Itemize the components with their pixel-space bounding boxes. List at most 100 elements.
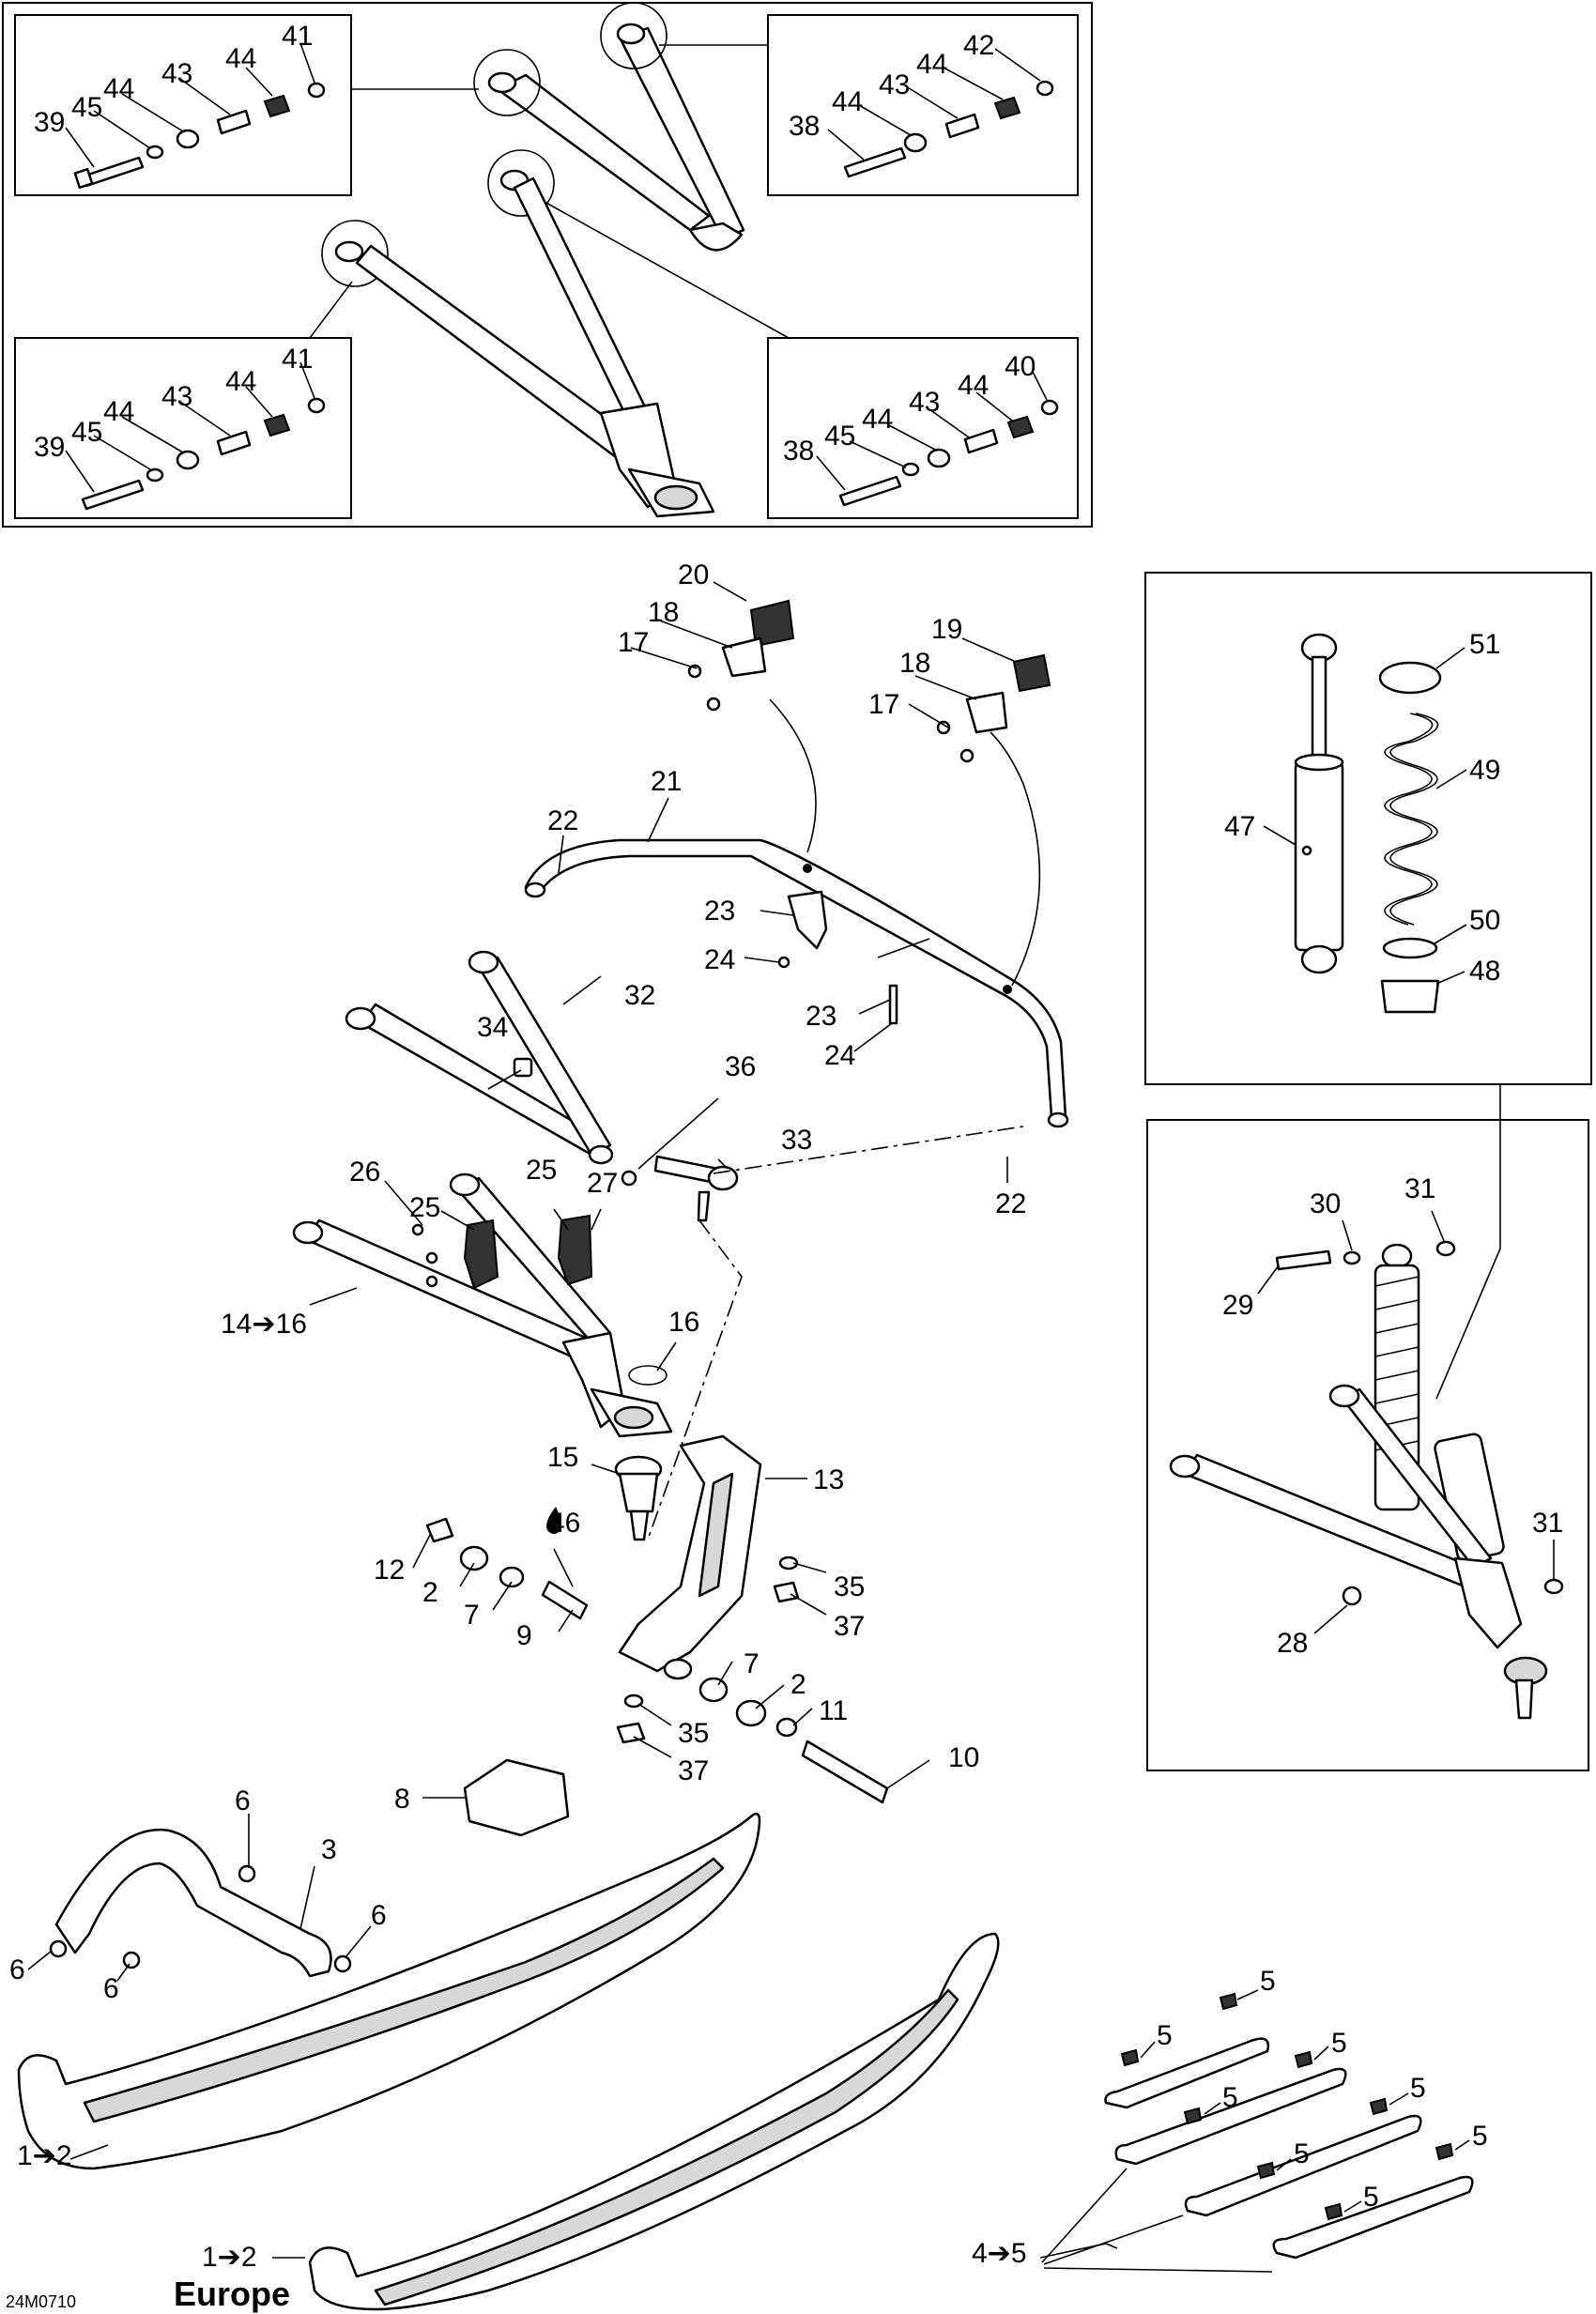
callout-6-top: 6 (235, 1785, 251, 1816)
europe-label: Europe (174, 2275, 290, 2313)
callout-17-right: 17 (868, 689, 899, 720)
callout-37-upper: 37 (834, 1611, 865, 1642)
callout-35-upper: 35 (834, 1571, 865, 1602)
ski-stopper-pad (463, 1758, 570, 1837)
callout-27: 27 (587, 1168, 618, 1199)
lower-a-arm-installed (1169, 1384, 1548, 1720)
inset-box-bottom-right (767, 337, 1079, 519)
sway-bar-bushing-left (687, 599, 795, 712)
callout-17-left: 17 (618, 627, 649, 658)
callout-6-bottom: 6 (103, 1973, 119, 2004)
callout-21: 21 (651, 766, 682, 797)
callout-42: 42 (963, 30, 994, 61)
inset-box-bottom-left (14, 337, 352, 519)
skis: 6 3 6 6 6 1➔2 1➔2 Europe (9, 1785, 1000, 2313)
callout-47: 47 (1224, 811, 1255, 842)
sway-bar-bushing-right (936, 653, 1051, 763)
callout-10: 10 (948, 1742, 979, 1773)
ski-europe (308, 1932, 1000, 2311)
inset-box-top-left (14, 14, 352, 196)
callout-5-a: 5 (1157, 2020, 1173, 2051)
lower-a-arm-illustration (355, 176, 715, 518)
sway-bar-illustration (524, 838, 1067, 1119)
callout-5-f: 5 (1410, 2073, 1426, 2104)
callout-44-top-b: 44 (103, 73, 134, 104)
callout-45-bl: 45 (71, 417, 102, 448)
callout-2-right: 2 (790, 1669, 806, 1700)
callout-19: 19 (931, 614, 962, 645)
callout-43-top: 43 (161, 58, 192, 89)
callout-40: 40 (1005, 351, 1036, 382)
callout-3: 3 (321, 1834, 337, 1865)
callout-48: 48 (1469, 956, 1500, 987)
ski-handle (54, 1828, 332, 1978)
callout-2-left: 2 (422, 1577, 438, 1608)
runner-studs (1120, 1992, 1454, 2221)
callout-49: 49 (1469, 755, 1500, 786)
callout-32: 32 (624, 980, 655, 1011)
callout-5-e: 5 (1294, 2138, 1310, 2169)
callout-38-br: 38 (783, 436, 814, 467)
callout-31-bottom: 31 (1532, 1508, 1563, 1539)
callout-44-br-b: 44 (862, 404, 893, 435)
steering-stopper-blocks (411, 1214, 593, 1290)
callout-7-left: 7 (464, 1600, 480, 1631)
callout-23-upper: 23 (704, 896, 735, 927)
callout-1-2-europe: 1➔2 (202, 2242, 257, 2273)
callout-45-top: 45 (71, 92, 102, 123)
callout-44-bl-b: 44 (103, 396, 134, 427)
callout-44-bl-a: 44 (225, 366, 256, 397)
bushing-stack-top-right (843, 80, 1054, 178)
callout-44-br-a: 44 (958, 370, 989, 401)
callout-25-left: 25 (409, 1192, 440, 1223)
callout-15: 15 (547, 1442, 578, 1473)
bushing-stack-top-left (73, 82, 326, 190)
callout-34: 34 (477, 1012, 508, 1043)
callout-43-br: 43 (909, 387, 940, 418)
upper-a-arm (345, 950, 614, 1165)
ski-runners: 5 5 5 5 5 5 5 5 4➔5 (972, 1966, 1488, 2273)
callout-6-left: 6 (9, 1954, 25, 1985)
callout-45-br: 45 (824, 421, 855, 452)
callout-5-g: 5 (1363, 2182, 1379, 2213)
callout-5-h: 5 (1472, 2121, 1488, 2152)
shock-installed-frame (1146, 1119, 1589, 1771)
callout-1-2-standard: 1➔2 (17, 2140, 72, 2171)
callout-51: 51 (1469, 629, 1500, 660)
callout-43-tr: 43 (879, 69, 910, 100)
callout-33: 33 (781, 1125, 812, 1156)
callout-50: 50 (1469, 905, 1500, 936)
shock-exploded-frame (1144, 572, 1592, 1085)
bushing-stack-bottom-left (81, 397, 326, 511)
coil-spring (1378, 661, 1442, 1014)
callout-12: 12 (374, 1555, 405, 1586)
callout-4-5: 4➔5 (972, 2238, 1027, 2269)
callout-13: 13 (813, 1464, 844, 1495)
callout-38-tr: 38 (789, 111, 820, 142)
callout-35-lower: 35 (678, 1718, 709, 1749)
callout-14-16: 14➔16 (221, 1309, 307, 1340)
callout-36: 36 (725, 1051, 756, 1082)
callout-16: 16 (668, 1307, 699, 1338)
callout-25-right: 25 (526, 1155, 557, 1186)
callout-44-top-a: 44 (225, 43, 256, 74)
callout-29: 29 (1222, 1290, 1253, 1321)
callout-41-bl: 41 (282, 344, 313, 375)
callout-9: 9 (516, 1620, 532, 1651)
oil-drop-icon (546, 1507, 561, 1534)
callout-41-top: 41 (282, 21, 313, 52)
front-suspension-assembly: 20 18 17 19 18 17 21 22 23 24 23 24 32 3… (221, 559, 1069, 1837)
ball-joint (614, 1455, 663, 1541)
callout-11: 11 (819, 1695, 848, 1726)
callout-24-lower: 24 (824, 1040, 855, 1071)
top-panel-frame (2, 2, 1093, 528)
shock-absorber (1294, 633, 1344, 974)
diagram-code: 24M0710 (6, 2292, 76, 2311)
callout-43-bl: 43 (161, 381, 192, 412)
a-arm-detail-panel: 41 44 43 44 45 39 42 44 43 44 38 41 44 4… (2, 2, 1093, 528)
callout-37-lower: 37 (678, 1755, 709, 1786)
callout-5-c: 5 (1222, 2082, 1238, 2113)
callout-5-d: 5 (1331, 2028, 1347, 2059)
shock-absorber-panels: 51 49 47 50 48 30 31 29 31 28 (1144, 572, 1592, 1771)
